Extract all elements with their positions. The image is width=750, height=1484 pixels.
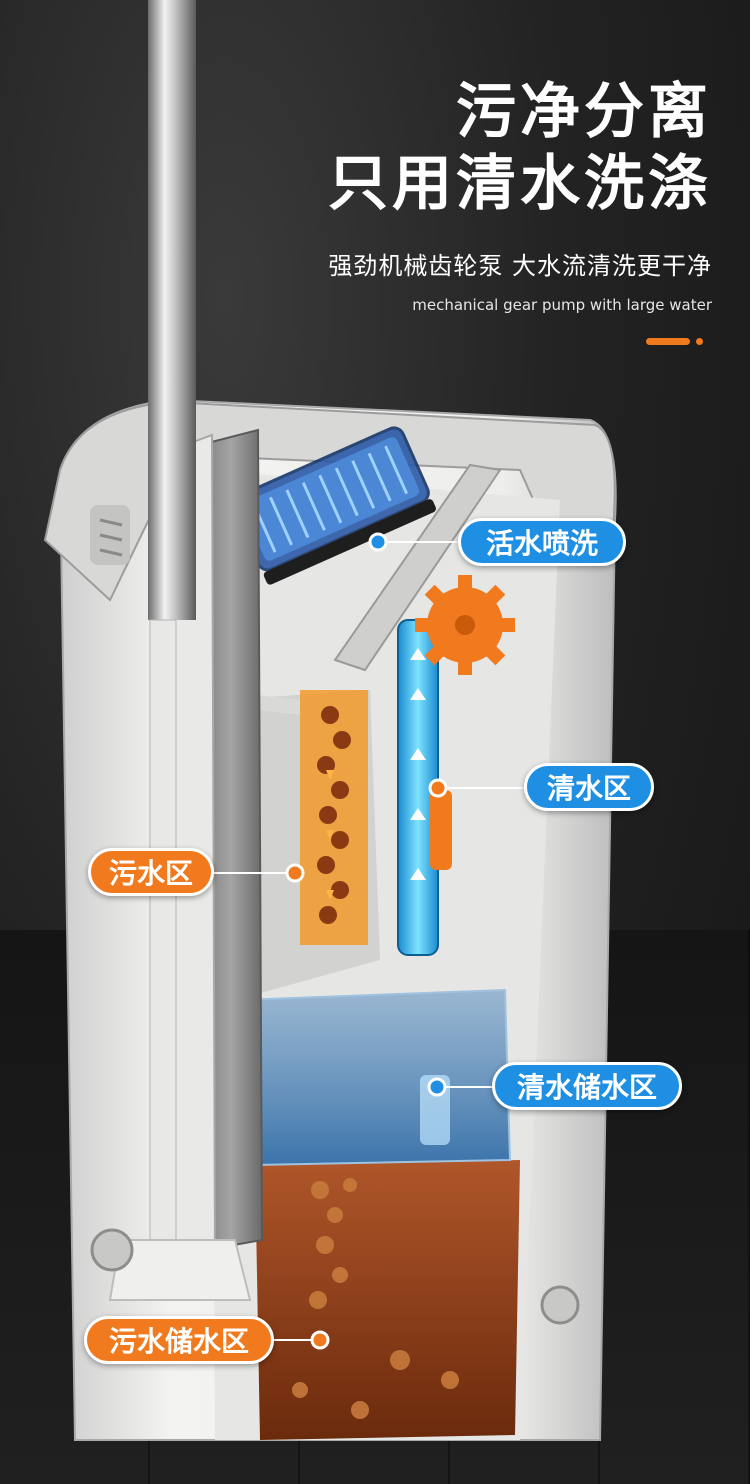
- headline: 污净分离 只用清水洗涤: [328, 76, 712, 220]
- label-dirty-water-zone: 污水区: [88, 848, 214, 896]
- headline-line-1: 污净分离: [456, 77, 712, 147]
- subtitle-chinese: 强劲机械齿轮泵 大水流清洗更干净: [328, 252, 712, 280]
- subtitle-english: mechanical gear pump with large water: [412, 296, 712, 314]
- headline-line-2: 只用清水洗涤: [328, 149, 712, 219]
- label-clean-storage-zone: 清水储水区: [492, 1062, 682, 1110]
- label-spray-wash: 活水喷洗: [458, 518, 626, 566]
- label-dirty-storage-zone: 污水储水区: [84, 1316, 274, 1364]
- accent-dot: [696, 338, 703, 345]
- label-clean-water-zone: 清水区: [524, 763, 654, 811]
- accent-bar: [646, 338, 690, 345]
